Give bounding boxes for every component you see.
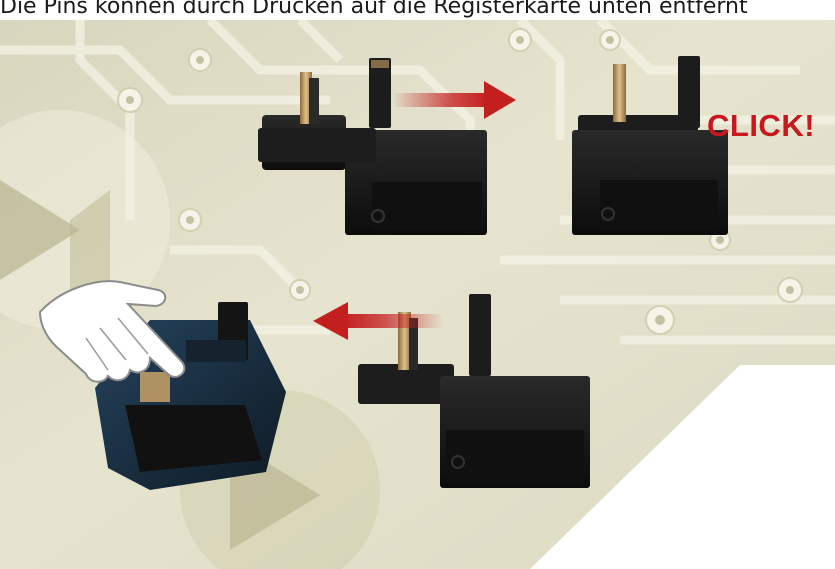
click-label: CLICK!: [707, 106, 835, 146]
caption-text: Die Pins können durch Drücken auf die Re…: [0, 0, 835, 23]
illustration: CLICK!: [0, 20, 835, 569]
